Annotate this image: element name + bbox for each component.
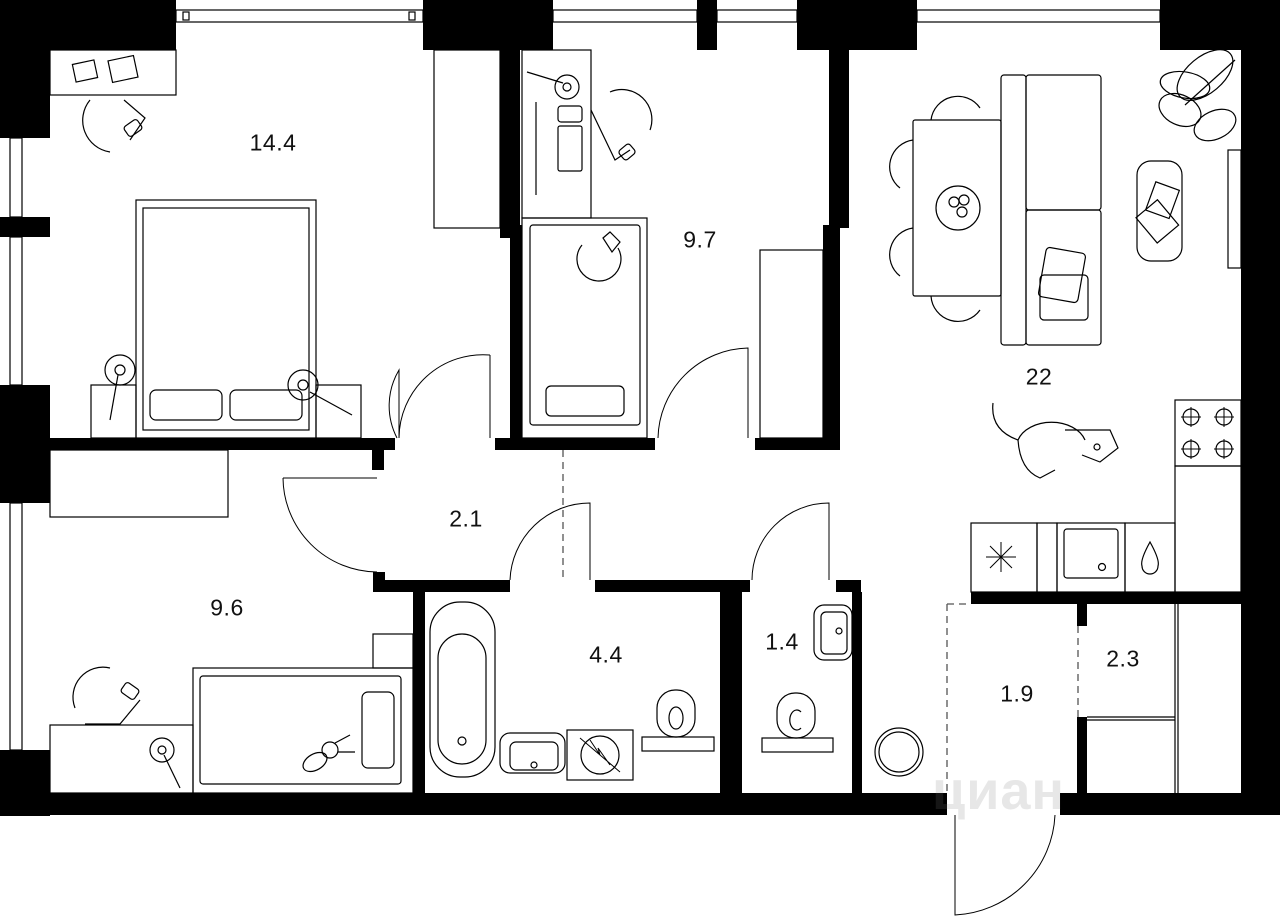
interior-walls	[50, 50, 1241, 795]
wardrobe-icon	[433, 49, 501, 229]
office-chair-icon	[82, 99, 146, 153]
room-area-bedroom-small: 9.7	[683, 226, 717, 253]
wardrobe-icon-3	[49, 449, 229, 518]
round-rug-icon	[874, 727, 924, 777]
room-area-hallway: 2.1	[449, 505, 483, 532]
desk-icon-2	[521, 49, 592, 219]
storage-shelves	[1087, 604, 1179, 793]
desk-lamp-icon	[149, 737, 181, 789]
room-area-bedroom-kids: 9.6	[210, 594, 244, 621]
exterior-walls	[0, 0, 1280, 816]
washing-machine-icon	[566, 729, 634, 781]
room-area-storage: 2.3	[1106, 645, 1140, 672]
desk-icon	[49, 49, 177, 96]
windows	[9, 9, 1161, 751]
sink-icon	[1056, 522, 1126, 593]
fruit-bowl-icon	[935, 185, 981, 231]
bathtub-icon	[429, 601, 496, 778]
room-area-entry: 1.9	[1000, 680, 1034, 707]
single-bed-icon-2	[192, 633, 414, 794]
dog-icon	[992, 402, 1119, 479]
double-bed-icon	[135, 199, 317, 439]
single-bed-icon	[521, 217, 648, 439]
houseplant-icon	[1158, 49, 1237, 142]
watermark: циан	[932, 761, 1066, 821]
toilet-icon-2	[761, 692, 834, 753]
room-area-bedroom-main: 14.4	[249, 129, 297, 156]
sofa-icon	[1000, 74, 1102, 346]
tv-icon	[1227, 149, 1242, 269]
pillow-icon	[1037, 246, 1089, 321]
dining-table-icon	[912, 119, 1002, 297]
washbasin-icon-2	[813, 604, 853, 661]
water-drop-icon	[1124, 522, 1176, 593]
doors	[282, 347, 1079, 916]
toilet-icon	[641, 689, 715, 752]
room-area-living-kitchen: 22	[1025, 363, 1053, 390]
stove-icon	[1174, 399, 1242, 467]
desk-icon-3	[49, 724, 194, 794]
nightstand-lamp-icon	[90, 354, 362, 439]
room-area-toilet: 1.4	[765, 628, 799, 655]
book-icon	[1135, 181, 1181, 244]
washbasin-icon	[499, 732, 566, 774]
fridge-icon	[970, 522, 1038, 593]
coffee-table-icon	[1136, 160, 1183, 262]
wardrobe-icon-2	[759, 249, 824, 439]
office-chair-icon-3	[72, 666, 141, 725]
room-area-bathroom: 4.4	[589, 641, 623, 668]
office-chair-icon-2	[590, 88, 653, 161]
chair-icon	[889, 95, 981, 323]
dishwasher-icon	[1036, 522, 1058, 593]
teddy-bunny-icon	[302, 734, 355, 773]
cat-icon	[576, 231, 622, 282]
kitchen-counter	[1174, 465, 1242, 593]
